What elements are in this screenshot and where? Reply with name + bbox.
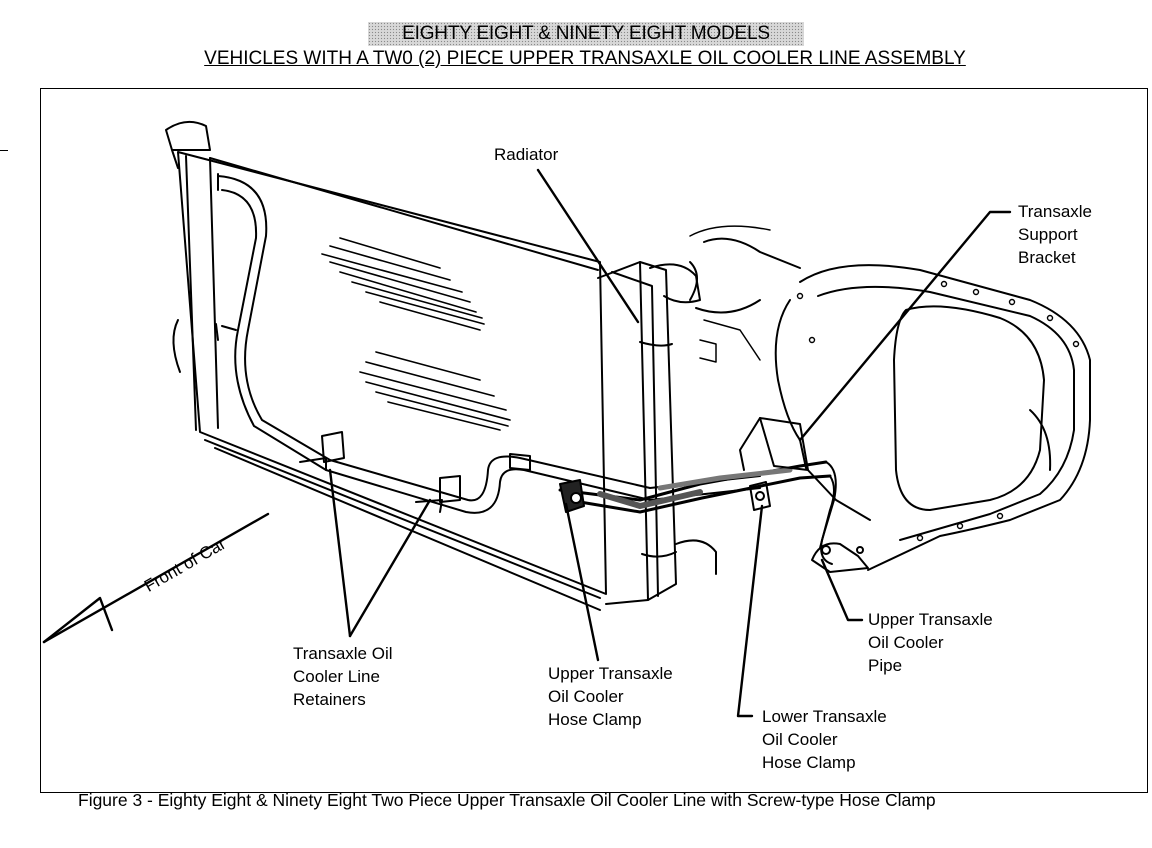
page-title: EIGHTY EIGHT & NINETY EIGHT MODELS — [368, 22, 804, 46]
transaxle-drawing — [689, 225, 1091, 573]
line-retainers — [299, 431, 461, 513]
leader-upper-pipe — [820, 558, 864, 622]
leader-lower-hose-clamp — [736, 504, 764, 718]
leader-support-bracket — [798, 210, 1012, 442]
leader-retainer-1 — [328, 468, 352, 638]
front-of-car-arrow — [42, 512, 270, 644]
radiator-fins — [321, 237, 511, 431]
leader-retainer-2 — [348, 498, 432, 638]
label-transaxle-support-bracket: Transaxle Support Bracket — [1018, 202, 1093, 267]
page-subtitle: VEHICLES WITH A TW0 (2) PIECE UPPER TRAN… — [204, 48, 966, 69]
leader-lines — [328, 168, 1012, 718]
label-upper-cooler-pipe: Upper Transaxle Oil Cooler Pipe — [868, 610, 993, 675]
cooler-lines — [215, 173, 837, 565]
leader-upper-hose-clamp — [564, 502, 600, 662]
label-lower-hose-clamp: Lower Transaxle Oil Cooler Hose Clamp — [762, 707, 887, 772]
figure-caption: Figure 3 - Eighty Eight & Ninety Eight T… — [78, 790, 936, 810]
label-line-retainers: Transaxle Oil Cooler Line Retainers — [293, 644, 393, 709]
label-radiator: Radiator — [494, 145, 559, 164]
scan-mark — [0, 150, 8, 151]
radiator-drawing — [165, 120, 801, 611]
label-upper-hose-clamp: Upper Transaxle Oil Cooler Hose Clamp — [548, 664, 673, 729]
diagram-frame — [40, 88, 1148, 793]
leader-radiator — [536, 168, 640, 324]
